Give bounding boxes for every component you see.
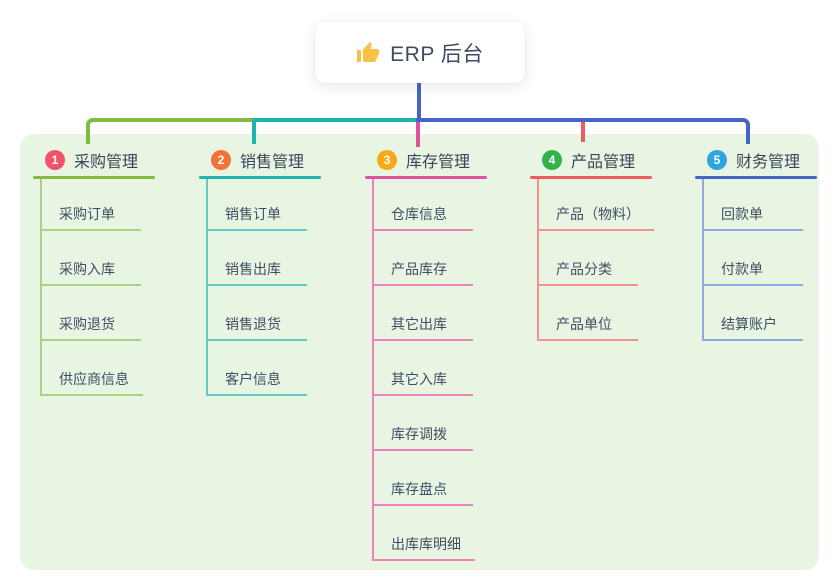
child-node[interactable]: 回款单 xyxy=(704,206,803,231)
branch-number-badge: 1 xyxy=(45,150,65,170)
child-node[interactable]: 仓库信息 xyxy=(374,206,473,231)
branch-children: 仓库信息产品库存其它出库其它入库库存调拨库存盘点出库库明细 xyxy=(372,179,475,561)
child-node[interactable]: 采购退货 xyxy=(42,316,141,341)
child-node[interactable]: 出库库明细 xyxy=(374,536,475,561)
drop-inventory xyxy=(416,122,420,147)
branch-label: 销售管理 xyxy=(240,154,305,171)
child-node[interactable]: 采购入库 xyxy=(42,261,141,286)
root-connector xyxy=(417,83,421,122)
child-node[interactable]: 销售订单 xyxy=(208,206,307,231)
child-node[interactable]: 库存调拨 xyxy=(374,426,473,451)
child-node[interactable]: 其它出库 xyxy=(374,316,473,341)
root-node[interactable]: ERP 后台 xyxy=(315,22,525,83)
child-node[interactable]: 销售出库 xyxy=(208,261,307,286)
branch-number-badge: 4 xyxy=(542,150,562,170)
branch-number-badge: 5 xyxy=(707,150,727,170)
branch-node-1[interactable]: 1 采购管理 xyxy=(45,148,138,172)
branch-node-2[interactable]: 2 销售管理 xyxy=(211,148,304,172)
branch-children: 销售订单销售出库销售退货客户信息 xyxy=(206,179,307,396)
bus-segment-teal xyxy=(252,118,416,144)
child-node[interactable]: 产品分类 xyxy=(539,261,638,286)
branch-node-4[interactable]: 4 产品管理 xyxy=(542,148,635,172)
child-node[interactable]: 其它入库 xyxy=(374,371,473,396)
bus-segment-blue xyxy=(416,118,750,144)
branch-underline xyxy=(530,176,652,179)
branch-label: 财务管理 xyxy=(736,154,801,171)
branch-node-5[interactable]: 5 财务管理 xyxy=(707,148,800,172)
branch-underline xyxy=(365,176,487,179)
child-node[interactable]: 付款单 xyxy=(704,261,803,286)
child-node[interactable]: 销售退货 xyxy=(208,316,307,341)
branch-label: 库存管理 xyxy=(406,154,471,171)
drop-product xyxy=(581,122,585,142)
child-node[interactable]: 供应商信息 xyxy=(42,371,143,396)
branch-children: 回款单付款单结算账户 xyxy=(702,179,803,341)
child-node[interactable]: 采购订单 xyxy=(42,206,141,231)
branch-underline xyxy=(33,176,155,179)
branches-panel xyxy=(20,134,819,570)
child-node[interactable]: 客户信息 xyxy=(208,371,307,396)
branch-children: 采购订单采购入库采购退货供应商信息 xyxy=(40,179,143,396)
branch-underline xyxy=(199,176,321,179)
thumbs-up-icon xyxy=(357,41,380,62)
branch-label: 采购管理 xyxy=(74,154,139,171)
child-node[interactable]: 产品库存 xyxy=(374,261,473,286)
branch-label: 产品管理 xyxy=(571,154,636,171)
branch-children: 产品（物料） 产品分类产品单位 xyxy=(537,179,654,341)
branch-underline xyxy=(695,176,817,179)
child-node[interactable]: 产品（物料） xyxy=(539,206,654,231)
child-node[interactable]: 库存盘点 xyxy=(374,481,473,506)
bus-segment-green xyxy=(86,118,252,144)
branch-number-badge: 3 xyxy=(377,150,397,170)
branch-node-3[interactable]: 3 库存管理 xyxy=(377,148,470,172)
child-node[interactable]: 产品单位 xyxy=(539,316,638,341)
root-title: ERP 后台 xyxy=(390,42,484,66)
branch-number-badge: 2 xyxy=(211,150,231,170)
child-node[interactable]: 结算账户 xyxy=(704,316,803,341)
